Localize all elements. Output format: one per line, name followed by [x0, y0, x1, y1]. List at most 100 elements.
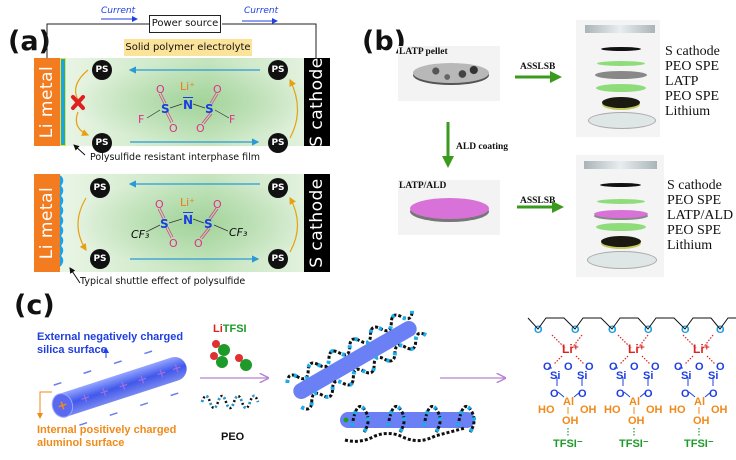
litfsi-label: LiTFSI — [213, 323, 247, 336]
oxygen: O — [674, 361, 683, 373]
internal-pointer — [37, 391, 52, 419]
lithium-ion: Li⁺ — [693, 342, 710, 356]
li-o-coordination — [575, 355, 585, 365]
internal-label-line-1: Internal positively charged — [37, 424, 177, 436]
peo-backbone — [527, 317, 736, 330]
polysulfide-top-right: PS — [268, 60, 288, 80]
aluminum: Al — [563, 396, 574, 408]
stack-bottom-peo-1 — [597, 199, 645, 204]
atom-o-2: O — [169, 122, 178, 135]
li-o-coordination — [641, 355, 651, 365]
stack-top-s-cathode — [601, 47, 641, 51]
stack-top-label: PEO SPE — [665, 59, 720, 74]
power-source-box: Power source — [149, 15, 221, 33]
atom-n-top: N — [183, 98, 194, 112]
oxygen: O — [543, 361, 552, 373]
ether-oxygen: O — [681, 324, 690, 336]
cation-li-top: Li⁺ — [180, 80, 195, 93]
atom-f-left: F — [138, 113, 145, 126]
stack-top-casing-base — [588, 112, 656, 129]
ether-oxygen: O — [571, 324, 580, 336]
atom-s-bottom-left: S — [160, 217, 169, 231]
asslsb-label-top: ASSLSB — [520, 62, 556, 72]
hydroxyl: OH — [562, 415, 579, 427]
stack-top-label: Lithium — [665, 104, 711, 119]
oxygen: O — [616, 388, 625, 400]
silicon: Si — [643, 370, 654, 382]
lithium-ion: Li⁺ — [562, 342, 579, 356]
stack-bottom-peo-2 — [596, 223, 646, 231]
interphase-film — [60, 58, 66, 146]
oxygen: O — [609, 361, 618, 373]
oxygen: O — [644, 388, 653, 400]
latp-pellet-disc — [413, 63, 489, 83]
stack-bottom-label: PEO SPE — [667, 223, 722, 238]
composite-tube-2 — [340, 404, 477, 443]
lithium-ion: Li⁺ — [628, 342, 645, 356]
composite-tube-1 — [285, 310, 428, 411]
li-metal-label: Li metal — [37, 186, 57, 260]
s-cathode-top: S cathode — [304, 57, 330, 147]
aluminum: Al — [694, 396, 705, 408]
current-label-left: Current — [101, 6, 136, 16]
external-label-line-2: silica surface — [37, 344, 107, 356]
polysulfide-b-bottom-right: PS — [268, 249, 288, 269]
silicon: Si — [577, 370, 588, 382]
tfsi-anion: TFSI⁻ — [553, 438, 583, 450]
tfsi-anion: TFSI⁻ — [619, 438, 649, 450]
li-o-coordination — [684, 355, 694, 365]
stack-bottom-label: LATP/ALD — [667, 208, 734, 223]
oxygen: O — [578, 388, 587, 400]
stack-bottom-label: S cathode — [667, 178, 722, 193]
latp-ald-disc — [410, 198, 489, 219]
oxygen: O — [709, 388, 718, 400]
external-surface-label: External negatively charged silica surfa… — [37, 331, 183, 357]
stack-top-label: PEO SPE — [665, 89, 720, 104]
oxygen: O — [651, 361, 660, 373]
panel-a-label: (a) — [8, 26, 51, 57]
group-cf3-left: CF₃ — [131, 228, 150, 241]
panel-c-label: (c) — [14, 290, 55, 321]
silicon: Si — [681, 370, 692, 382]
atom-s-top-right: S — [205, 102, 214, 116]
oxygen: O — [681, 388, 690, 400]
stack-top-latp — [595, 71, 647, 79]
latp-pellet-label: LATP pellet — [399, 47, 448, 57]
oxygen: O — [564, 361, 573, 373]
stack-bottom-s-cathode — [600, 183, 641, 187]
stack-bottom-casing-lid — [584, 161, 657, 169]
oxygen: O — [716, 361, 725, 373]
s-cathode-label: S cathode — [307, 178, 327, 268]
polysulfide-top-left: PS — [92, 60, 112, 80]
peo-label: PEO — [221, 431, 245, 443]
oxygen: O — [550, 388, 559, 400]
silicon: Si — [708, 370, 719, 382]
stack-top-label: LATP — [665, 74, 699, 89]
li-metal-anode-bottom: Li metal — [34, 174, 60, 272]
hydroxyl: HO — [669, 404, 686, 416]
li-o-coordination — [706, 355, 716, 365]
stack-top-labels: S cathode PEO SPE LATP PEO SPE Lithium — [665, 44, 720, 119]
stack-top-casing-lid — [585, 25, 655, 33]
electrolyte-label: Solid polymer electrolyte — [124, 39, 252, 56]
ether-oxygen: O — [608, 324, 617, 336]
li-o-coordination — [553, 355, 563, 365]
stack-bottom-latp-ald — [594, 210, 648, 218]
atom-o-8: O — [213, 198, 222, 211]
cation-li-bottom: Li⁺ — [180, 196, 195, 209]
stack-top-lithium — [602, 97, 640, 108]
li-metal-anode-top: Li metal — [34, 58, 60, 146]
atom-n-bottom: N — [183, 213, 194, 227]
litfsi-tfsi-part: TFSI — [222, 323, 247, 335]
stack-bottom-labels: S cathode PEO SPE LATP/ALD PEO SPE Lithi… — [667, 178, 733, 253]
ether-oxygen: O — [716, 324, 725, 336]
stack-bottom-casing-base — [587, 251, 657, 269]
silicon: Si — [616, 370, 627, 382]
s-cathode-label: S cathode — [307, 57, 327, 147]
shuttle-label: Typical shuttle effect of polysulfide — [80, 276, 246, 287]
stack-bottom-lithium — [601, 236, 641, 247]
internal-surface-label: Internal positively charged aluminol sur… — [37, 424, 176, 450]
interphase-label: Polysulfide resistant interphase film — [88, 151, 262, 165]
hydroxyl: OH — [693, 415, 710, 427]
stack-top-peo-1 — [597, 61, 645, 66]
